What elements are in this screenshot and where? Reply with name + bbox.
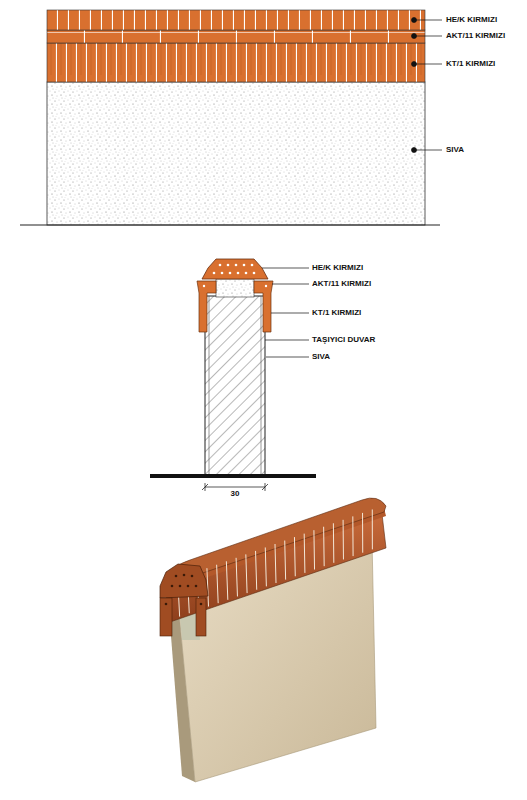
end-cap-3d (160, 564, 208, 598)
material-label: HE/K KIRMIZI (446, 16, 497, 24)
elevation (20, 10, 442, 225)
akt-kt-left (197, 281, 216, 332)
section-leaders (262, 268, 309, 357)
material-label: KT/1 KIRMIZI (312, 309, 361, 317)
cap-holes (213, 264, 256, 275)
leaders (412, 18, 443, 153)
dimension-label: 30 (231, 490, 240, 498)
material-label: AKT/11 KIRMIZI (312, 280, 371, 288)
end-cap-holes (165, 574, 203, 606)
akt-kt-right (254, 281, 273, 332)
material-label: KT/1 KIRMIZI (446, 60, 495, 68)
mortar-core (216, 279, 254, 297)
material-label: SIVA (446, 146, 464, 154)
ground-line (20, 224, 440, 225)
base-line (150, 474, 316, 478)
material-label: AKT/11 KIRMIZI (446, 32, 505, 40)
section (150, 259, 316, 491)
plaster-face (47, 82, 425, 225)
brick-joints (178, 509, 373, 616)
bearing-wall (205, 296, 265, 475)
kt1-brick-band (47, 43, 425, 82)
hek-brick-band (47, 10, 425, 30)
material-label: SIVA (312, 353, 330, 361)
hek-cap (202, 259, 268, 279)
perspective-view (160, 498, 386, 782)
akt11-brick-band (47, 30, 425, 43)
material-label: TAŞIYICI DUVAR (312, 336, 375, 344)
material-label: HE/K KIRMIZI (312, 264, 363, 272)
